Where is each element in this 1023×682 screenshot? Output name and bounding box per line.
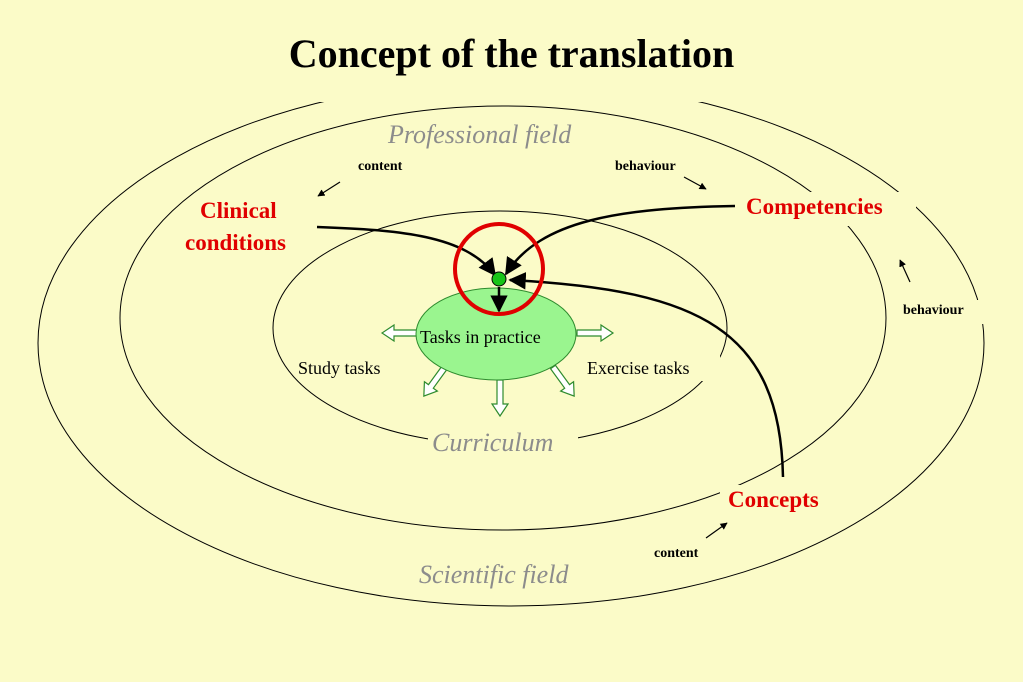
task-spread-arrow-down — [491, 379, 509, 417]
clinical-conditions-line2: conditions — [185, 230, 286, 255]
task-spread-arrow-down-right — [545, 361, 582, 402]
behaviour-right-label: behaviour — [903, 303, 964, 318]
professional-field-label: Professional field — [388, 120, 572, 149]
clinical-conditions-line1: Clinical — [200, 198, 277, 223]
focus-dot — [491, 271, 507, 287]
content-bottom-label: content — [654, 546, 699, 561]
competencies-to-focus-arrow — [504, 204, 736, 276]
task-spread-arrow-left — [381, 324, 419, 342]
tasks-in-practice-ellipse — [415, 287, 577, 381]
task-spread-arrow-right — [576, 324, 614, 342]
behaviour-top-arrow — [683, 176, 707, 190]
behaviour-top-label: behaviour — [615, 159, 676, 174]
tasks-in-practice-label: Tasks in practice — [420, 327, 541, 347]
concepts-to-focus-arrow — [508, 272, 785, 478]
content-top-label: content — [358, 159, 403, 174]
content-top-arrow — [317, 181, 341, 197]
behaviour-right-arrow — [899, 259, 911, 283]
curriculum-label: Curriculum — [432, 428, 554, 457]
concepts-label: Concepts — [728, 487, 819, 512]
content-bottom-arrow — [705, 522, 728, 539]
study-tasks-label: Study tasks — [298, 358, 381, 378]
clinical-to-focus-arrow — [316, 225, 497, 277]
focus-circle — [453, 222, 545, 316]
exercise-tasks-label: Exercise tasks — [587, 358, 690, 378]
slide-title: Concept of the translation — [288, 31, 735, 76]
scientific-field-label: Scientific field — [419, 560, 569, 589]
competencies-label: Competencies — [746, 194, 883, 219]
professional-field-ellipse — [119, 105, 887, 531]
